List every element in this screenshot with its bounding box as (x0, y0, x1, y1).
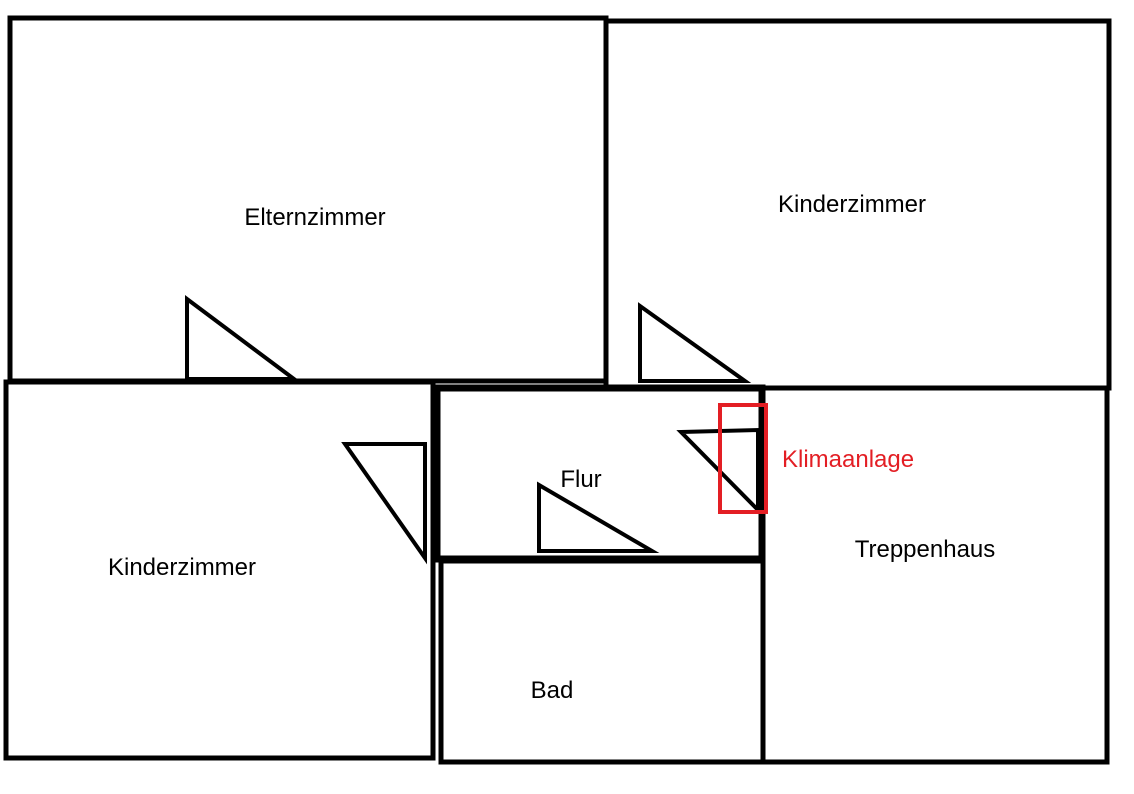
door-elternzimmer (185, 295, 301, 381)
room-label-kinderzimmer-top: Kinderzimmer (778, 191, 926, 218)
room-label-kinderzimmer-bottom: Kinderzimmer (108, 554, 256, 581)
door-kinderzimmer-bottom (341, 442, 427, 565)
door-kinderzimmer-top (638, 302, 752, 383)
room-treppenhaus-outline (760, 385, 1110, 765)
room-elternzimmer-outline (7, 15, 609, 384)
klimaanlage-marker (718, 403, 768, 514)
room-bad-outline (438, 558, 766, 765)
door-bad (537, 481, 660, 553)
klimaanlage-label: Klimaanlage (782, 446, 914, 473)
room-label-bad: Bad (531, 677, 574, 704)
room-label-flur: Flur (560, 466, 601, 493)
room-label-treppenhaus: Treppenhaus (855, 536, 996, 563)
room-kinderzimmer-bottom-outline (3, 379, 436, 761)
room-label-elternzimmer: Elternzimmer (244, 204, 385, 231)
